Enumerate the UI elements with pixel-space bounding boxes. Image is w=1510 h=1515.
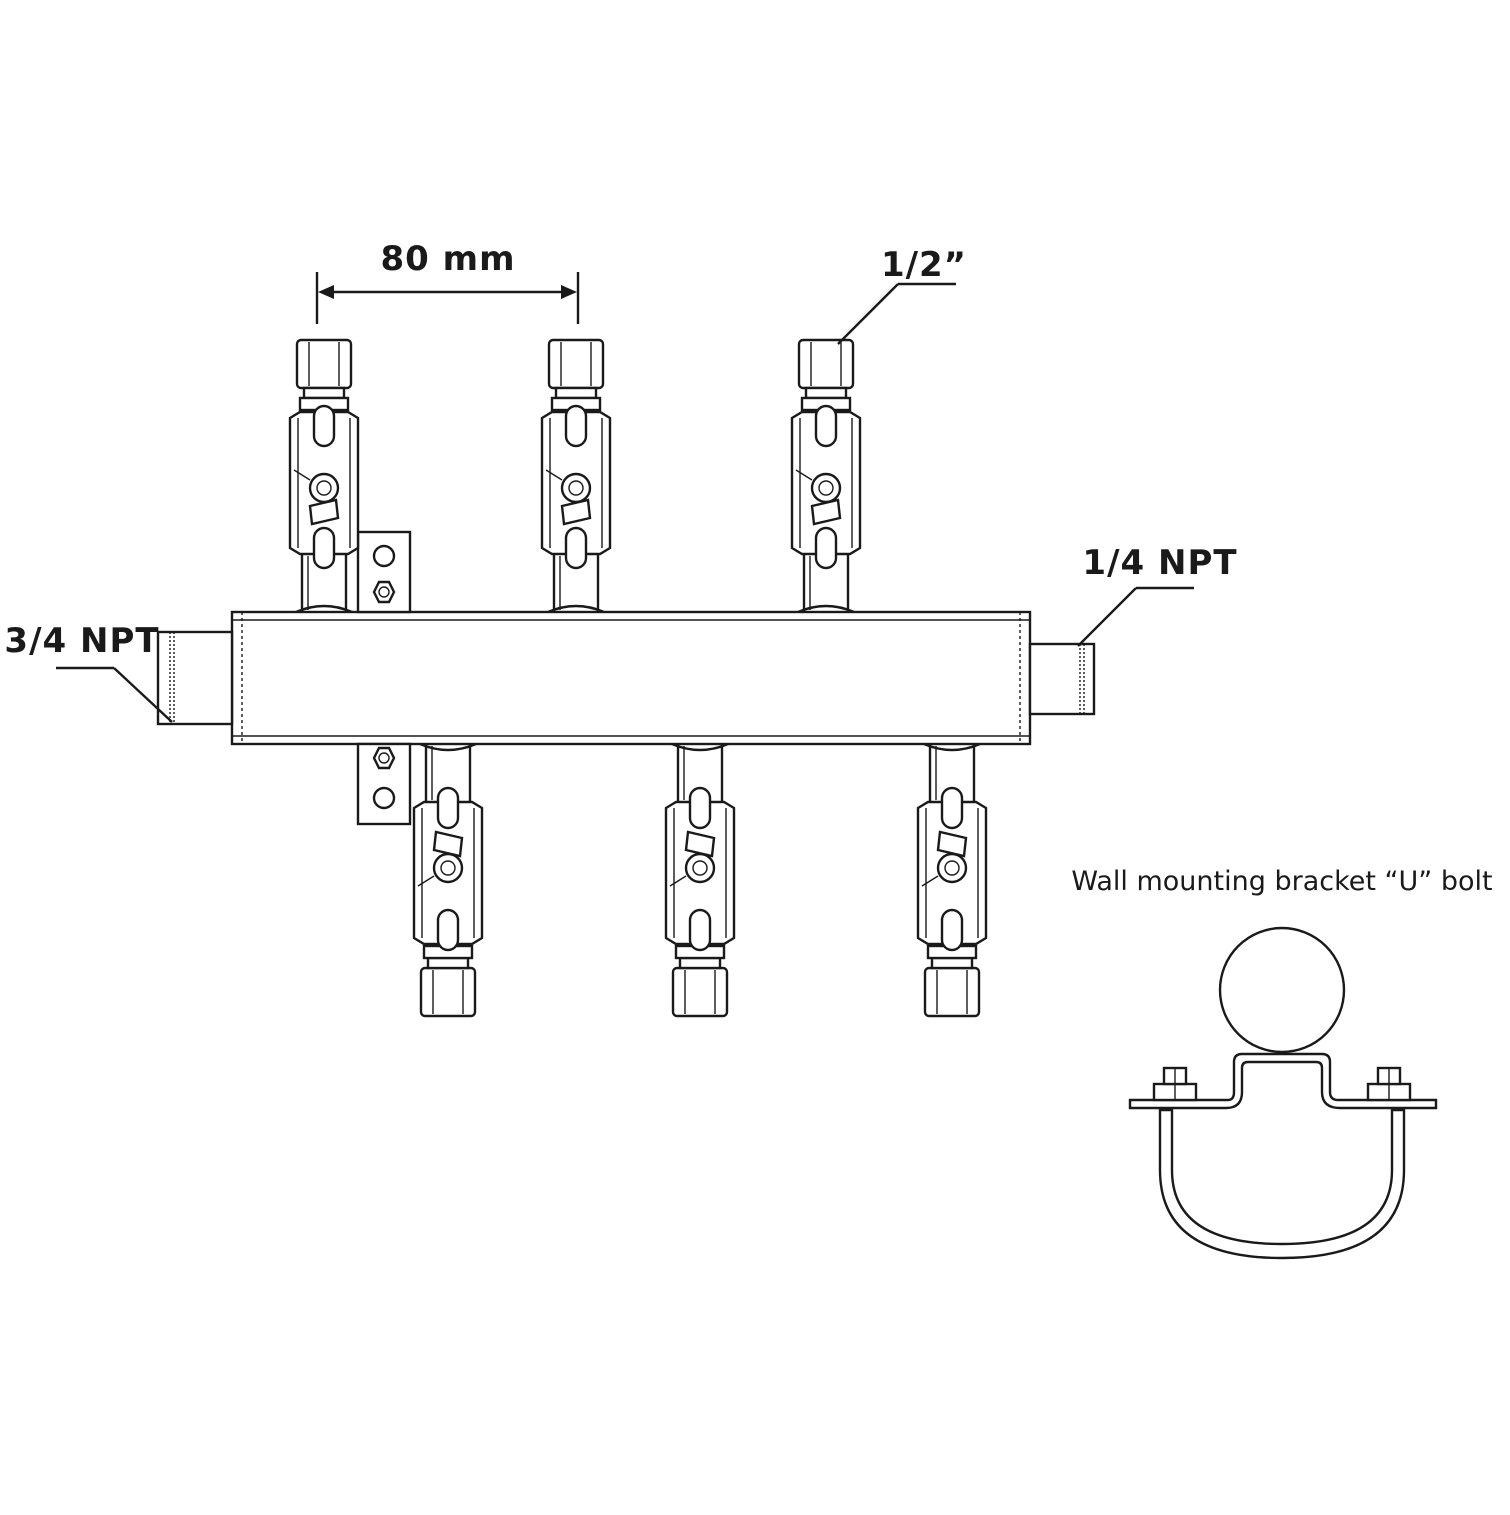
valve-top-3 [790, 338, 862, 614]
spacing-label: 80 mm [380, 239, 515, 279]
valve-top-2 [540, 338, 612, 614]
left-inlet-callout: 3/4 NPT [4, 621, 173, 723]
outlet-size-label: 1/2” [881, 245, 967, 285]
outlet-size-callout: 1/2” [837, 245, 967, 345]
valve-top-1 [288, 338, 360, 614]
inlet-fitting-left [156, 630, 234, 726]
mounting-plate-top [356, 530, 412, 614]
valve-bottom-3 [916, 742, 988, 1018]
right-outlet-callout: 1/4 NPT [1077, 543, 1237, 647]
bracket-caption: Wall mounting bracket “U” bolt [1071, 866, 1492, 897]
mounting-plate-bottom [356, 742, 412, 826]
pipe-section [1218, 926, 1346, 1054]
outlet-fitting-right [1028, 642, 1096, 716]
valve-bottom-2 [664, 742, 736, 1018]
u-bolt-bracket-detail: Wall mounting bracket “U” bolt [1071, 866, 1493, 1260]
valve-bottom-1 [412, 742, 484, 1018]
right-outlet-label: 1/4 NPT [1082, 543, 1237, 583]
manifold-body [230, 610, 1032, 746]
spacing-dimension: 80 mm [315, 239, 580, 324]
left-inlet-label: 3/4 NPT [4, 621, 159, 661]
